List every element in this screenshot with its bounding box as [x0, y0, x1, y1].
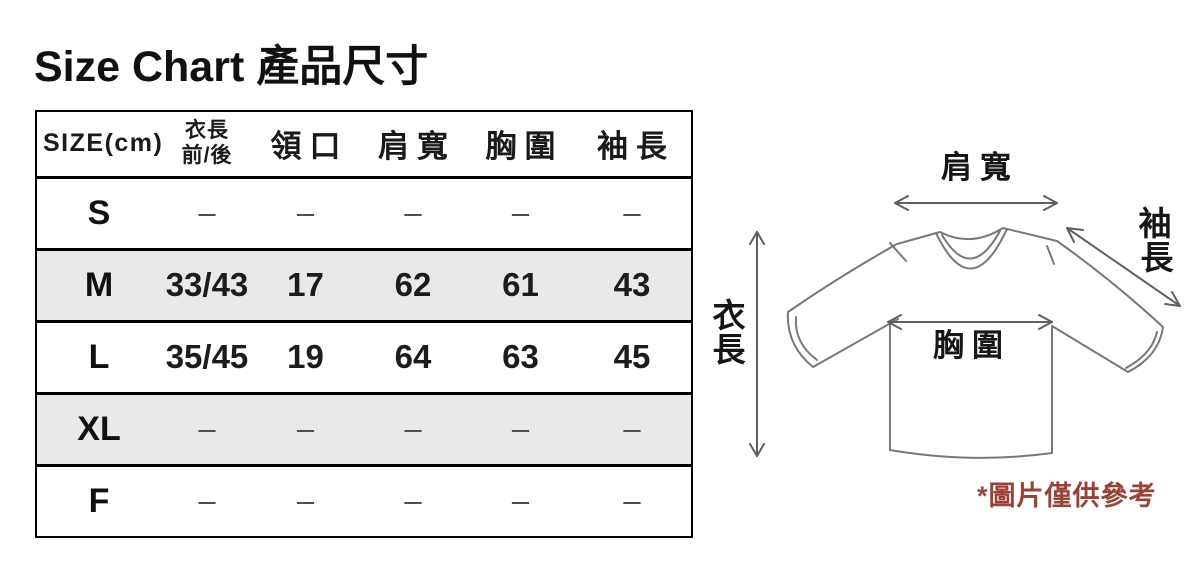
table-row-s: S – – – – – — [36, 177, 692, 249]
cell-sleeve: 45 — [613, 338, 651, 375]
cell-length: – — [198, 483, 216, 519]
page-title: Size Chart 產品尺寸 — [34, 43, 429, 91]
cell-sleeve: – — [623, 195, 641, 230]
sleeve-label-char1: 袖 — [1139, 205, 1172, 242]
table-row-l: L 35/45 19 64 63 45 — [36, 321, 692, 393]
cell-sleeve: – — [623, 483, 641, 519]
shoulder-width-label: 肩寬 — [941, 150, 1019, 185]
collar-outer-arc — [935, 228, 1008, 270]
cell-length: – — [198, 411, 216, 446]
left-cuff-line — [794, 316, 818, 361]
body-length-label-char1: 衣 — [713, 297, 746, 334]
left-shoulder-seam — [889, 242, 907, 262]
shoulder-width-arrow — [894, 195, 1058, 211]
header-size: SIZE(cm) — [43, 129, 161, 158]
sleeve-length-arrow — [1066, 227, 1181, 307]
header-neck: 領口 — [270, 129, 349, 165]
cell-shoulder: 62 — [394, 266, 432, 303]
garment-diagram-svg: 肩寬 胸圍 袖 長 衣 長 — [713, 150, 1181, 459]
cell-chest: 61 — [502, 266, 539, 303]
cell-sleeve: – — [623, 411, 641, 446]
reference-note: *圖片僅供參考 — [977, 481, 1157, 511]
cell-neck: – — [296, 483, 315, 519]
chest-width-arrow — [887, 314, 1053, 330]
header-shoulder: 肩寬 — [378, 129, 456, 165]
cell-length: 33/43 — [165, 266, 249, 303]
chest-label: 胸圍 — [933, 328, 1011, 363]
header-length: 衣長 前/後 — [161, 111, 253, 177]
header-chest: 胸圍 — [485, 129, 564, 165]
cell-chest: 63 — [502, 338, 539, 375]
cell-shoulder: 64 — [394, 338, 432, 375]
cell-shoulder: – — [404, 195, 422, 230]
body-length-label-char2: 長 — [713, 331, 747, 368]
table-row-m: M 33/43 17 62 61 43 — [36, 249, 692, 321]
header-length-line1: 衣長 — [185, 118, 229, 142]
cell-size: M — [84, 265, 114, 304]
table-row-f: F – – – – – — [36, 465, 692, 537]
sleeve-label-char2: 長 — [1141, 239, 1175, 276]
cell-shoulder: – — [404, 411, 422, 446]
cell-neck: – — [296, 195, 315, 230]
body-length-arrow — [749, 231, 765, 457]
cell-neck: 17 — [287, 266, 324, 303]
cell-size: S — [87, 193, 111, 232]
cell-size: XL — [77, 409, 121, 448]
cell-length: 35/45 — [165, 338, 249, 375]
cell-length: – — [198, 195, 216, 230]
size-table: SIZE(cm) 衣長 前/後 領口 肩寬 胸圍 袖長 S – – – – – — [35, 110, 693, 538]
table-row-xl: XL – – – – – — [36, 393, 692, 465]
collar-inner-arc — [941, 230, 1001, 260]
header-length-line2: 前/後 — [181, 143, 233, 167]
right-cuff-line — [1125, 331, 1158, 369]
cell-chest: – — [511, 195, 530, 230]
cell-size: L — [88, 337, 110, 376]
shirt-outline — [786, 227, 1164, 459]
garment-diagram: 肩寬 胸圍 袖 長 衣 長 — [700, 140, 1200, 530]
cell-chest: – — [511, 411, 530, 446]
cell-sleeve: 43 — [613, 266, 651, 303]
table-header-row: SIZE(cm) 衣長 前/後 領口 肩寬 胸圍 袖長 — [36, 111, 692, 177]
cell-neck: – — [296, 411, 315, 446]
cell-chest: – — [511, 483, 530, 519]
cell-size: F — [88, 481, 110, 520]
cell-neck: 19 — [287, 338, 324, 375]
right-shoulder-seam — [1046, 245, 1055, 265]
cell-shoulder: – — [404, 483, 422, 519]
header-sleeve: 袖長 — [597, 129, 675, 165]
